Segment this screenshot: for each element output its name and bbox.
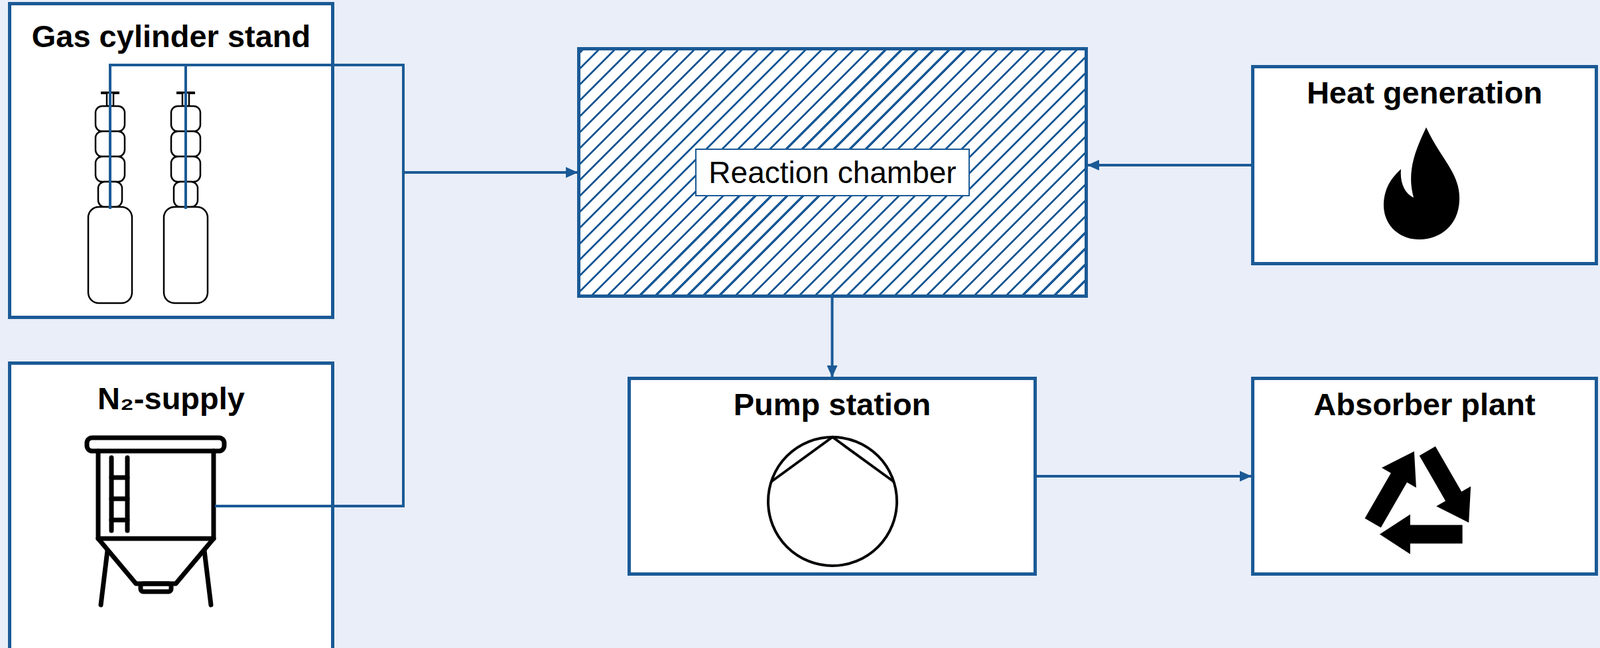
box-title: Pump station bbox=[733, 386, 932, 423]
gas-cylinder-icon bbox=[88, 92, 208, 304]
flow-connector bbox=[334, 65, 578, 173]
equipment-box: Heat generation bbox=[1251, 65, 1599, 266]
flow-connector bbox=[831, 297, 834, 377]
flow-connector bbox=[334, 172, 578, 507]
pump-symbol bbox=[768, 437, 897, 566]
box-title: Heat generation bbox=[1306, 74, 1543, 111]
nitrogen-pipe bbox=[214, 504, 335, 508]
equipment-box: Pump station bbox=[627, 376, 1037, 576]
box-title: N₂-supply bbox=[97, 380, 245, 417]
flow-connector bbox=[1087, 163, 1252, 167]
tank-icon bbox=[86, 437, 225, 605]
flow-connector bbox=[1036, 474, 1252, 478]
chamber-label: Reaction chamber bbox=[695, 148, 970, 198]
recycle-icon bbox=[1347, 446, 1471, 575]
equipment-box: N₂-supply bbox=[7, 361, 335, 648]
flame-icon bbox=[1383, 127, 1460, 240]
box-title: Absorber plant bbox=[1313, 386, 1535, 423]
equipment-box: Gas cylinder stand bbox=[7, 1, 335, 320]
equipment-box: Absorber plant bbox=[1251, 376, 1599, 576]
chamber-box: Reaction chamber bbox=[577, 47, 1088, 298]
box-title: Gas cylinder stand bbox=[31, 18, 312, 55]
gas-pipe bbox=[110, 65, 335, 209]
